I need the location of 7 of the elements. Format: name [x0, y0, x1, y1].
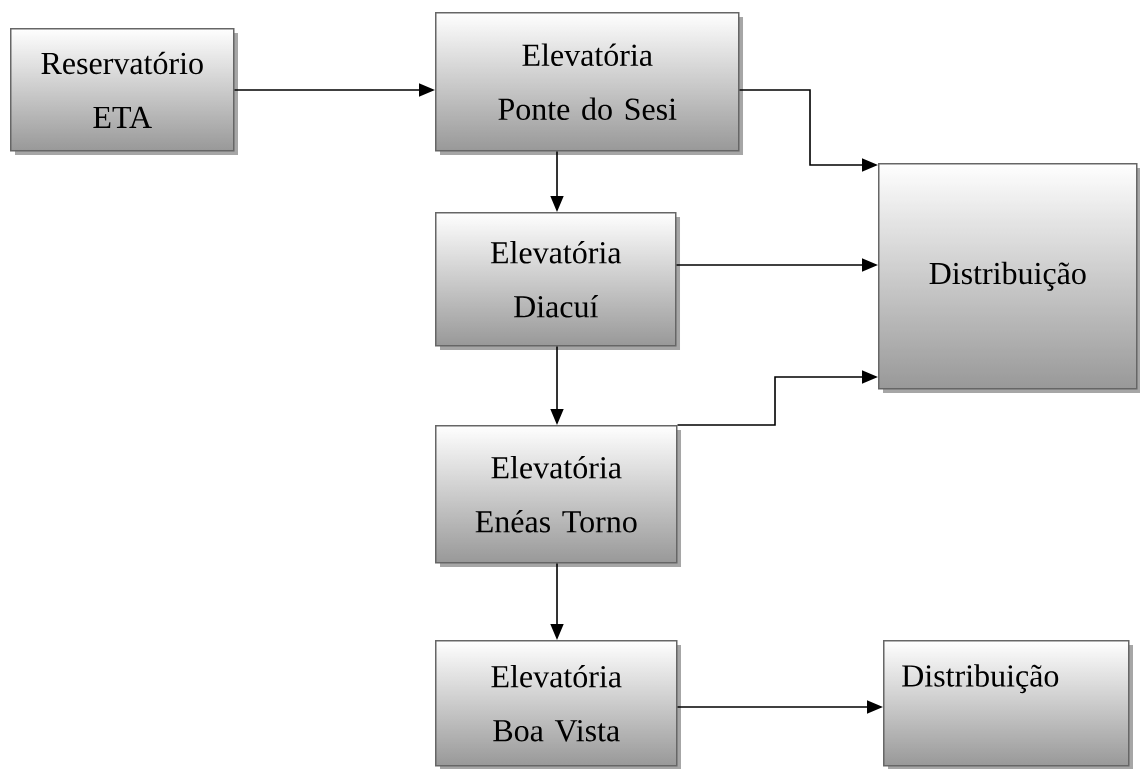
process-box: Elevatória Boa Vista	[435, 640, 681, 769]
process-box: Elevatória Ponte do Sesi	[435, 12, 743, 155]
process-box: Elevatória Enéas Torno	[435, 425, 681, 567]
process-box: Distribuição	[883, 640, 1133, 769]
process-box: Elevatória Diacuí	[435, 212, 680, 350]
process-box: Reservatório ETA	[10, 28, 238, 155]
process-box: Distribuição	[878, 163, 1140, 393]
